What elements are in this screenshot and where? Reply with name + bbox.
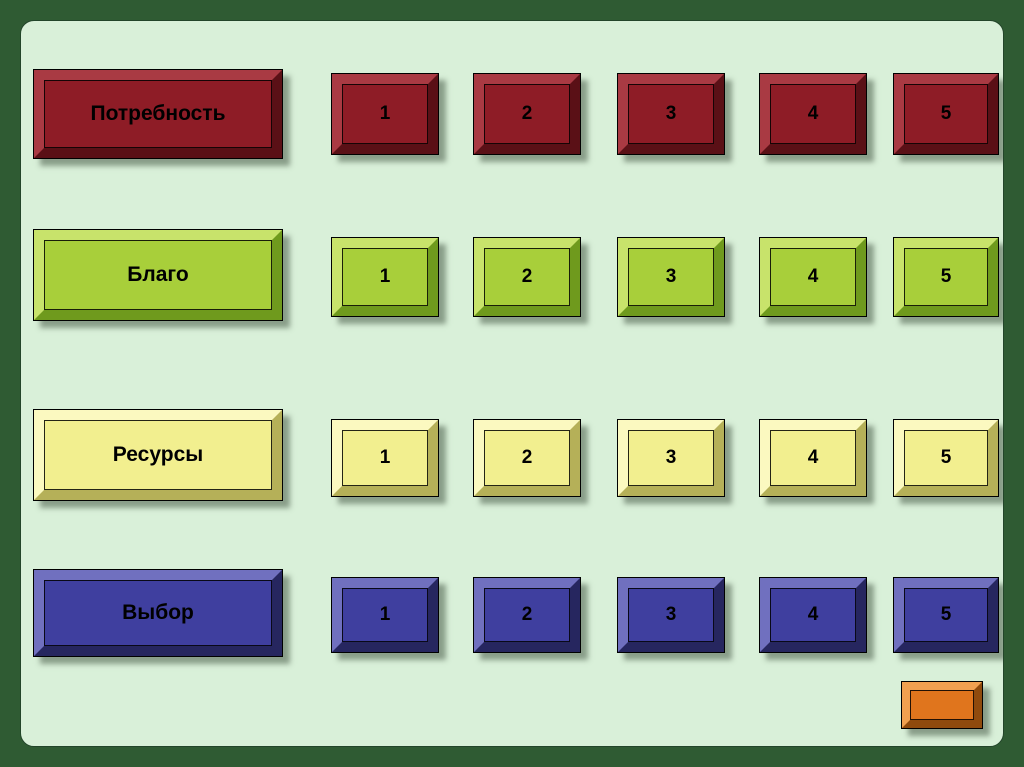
button-bevel: 1 <box>332 74 438 154</box>
vybor-button-5[interactable]: 5 <box>893 577 999 653</box>
vybor-button-4[interactable]: 4 <box>759 577 867 653</box>
button-bevel: 4 <box>760 74 866 154</box>
button-number: 2 <box>521 103 533 124</box>
category-label: Благо <box>127 263 189 286</box>
button-bevel: 2 <box>474 74 580 154</box>
button-number: 1 <box>379 447 391 468</box>
button-number: 4 <box>807 266 819 287</box>
button-bevel: 4 <box>760 238 866 316</box>
category-label: Потребность <box>90 102 226 125</box>
button-bevel: 2 <box>474 578 580 652</box>
button-bevel: 3 <box>618 578 724 652</box>
button-bevel: 5 <box>894 420 998 496</box>
category-label: Выбор <box>122 601 194 624</box>
category-button-blago[interactable]: Благо <box>33 229 283 321</box>
button-number: 4 <box>807 447 819 468</box>
vybor-button-1[interactable]: 1 <box>331 577 439 653</box>
button-bevel: 5 <box>894 578 998 652</box>
button-number: 4 <box>807 103 819 124</box>
category-button-resursy[interactable]: Ресурсы <box>33 409 283 501</box>
button-number: 5 <box>940 447 952 468</box>
potrebnost-button-4[interactable]: 4 <box>759 73 867 155</box>
button-number: 1 <box>379 103 391 124</box>
blago-button-3[interactable]: 3 <box>617 237 725 317</box>
button-bevel: Выбор <box>34 570 282 656</box>
button-number: 3 <box>665 103 677 124</box>
resursy-button-2[interactable]: 2 <box>473 419 581 497</box>
button-bevel: 5 <box>894 238 998 316</box>
blago-button-1[interactable]: 1 <box>331 237 439 317</box>
resursy-button-1[interactable]: 1 <box>331 419 439 497</box>
button-bevel: 4 <box>760 420 866 496</box>
button-bevel: 5 <box>894 74 998 154</box>
button-bevel <box>902 682 982 728</box>
potrebnost-button-2[interactable]: 2 <box>473 73 581 155</box>
button-number: 3 <box>665 266 677 287</box>
vybor-button-3[interactable]: 3 <box>617 577 725 653</box>
button-number: 4 <box>807 604 819 625</box>
resursy-button-5[interactable]: 5 <box>893 419 999 497</box>
button-bevel: 1 <box>332 238 438 316</box>
button-number: 5 <box>940 604 952 625</box>
action-button[interactable] <box>901 681 983 729</box>
button-number: 2 <box>521 266 533 287</box>
potrebnost-button-3[interactable]: 3 <box>617 73 725 155</box>
button-bevel: Ресурсы <box>34 410 282 500</box>
button-bevel: Благо <box>34 230 282 320</box>
blago-button-5[interactable]: 5 <box>893 237 999 317</box>
button-bevel: Потребность <box>34 70 282 158</box>
resursy-button-3[interactable]: 3 <box>617 419 725 497</box>
button-number: 3 <box>665 604 677 625</box>
button-number: 5 <box>940 266 952 287</box>
button-bevel: 1 <box>332 420 438 496</box>
category-button-vybor[interactable]: Выбор <box>33 569 283 657</box>
button-number: 1 <box>379 604 391 625</box>
resursy-button-4[interactable]: 4 <box>759 419 867 497</box>
button-bevel: 2 <box>474 238 580 316</box>
blago-button-2[interactable]: 2 <box>473 237 581 317</box>
category-label: Ресурсы <box>112 443 204 466</box>
blago-button-4[interactable]: 4 <box>759 237 867 317</box>
button-number: 3 <box>665 447 677 468</box>
button-bevel: 3 <box>618 420 724 496</box>
vybor-button-2[interactable]: 2 <box>473 577 581 653</box>
button-bevel: 2 <box>474 420 580 496</box>
button-number: 1 <box>379 266 391 287</box>
button-bevel: 3 <box>618 74 724 154</box>
button-bevel: 4 <box>760 578 866 652</box>
slide-panel: Потребность 1 2 3 4 5 <box>20 20 1004 747</box>
button-bevel: 3 <box>618 238 724 316</box>
category-button-potrebnost[interactable]: Потребность <box>33 69 283 159</box>
button-bevel: 1 <box>332 578 438 652</box>
potrebnost-button-5[interactable]: 5 <box>893 73 999 155</box>
potrebnost-button-1[interactable]: 1 <box>331 73 439 155</box>
button-number: 2 <box>521 604 533 625</box>
button-number: 5 <box>940 103 952 124</box>
button-number: 2 <box>521 447 533 468</box>
